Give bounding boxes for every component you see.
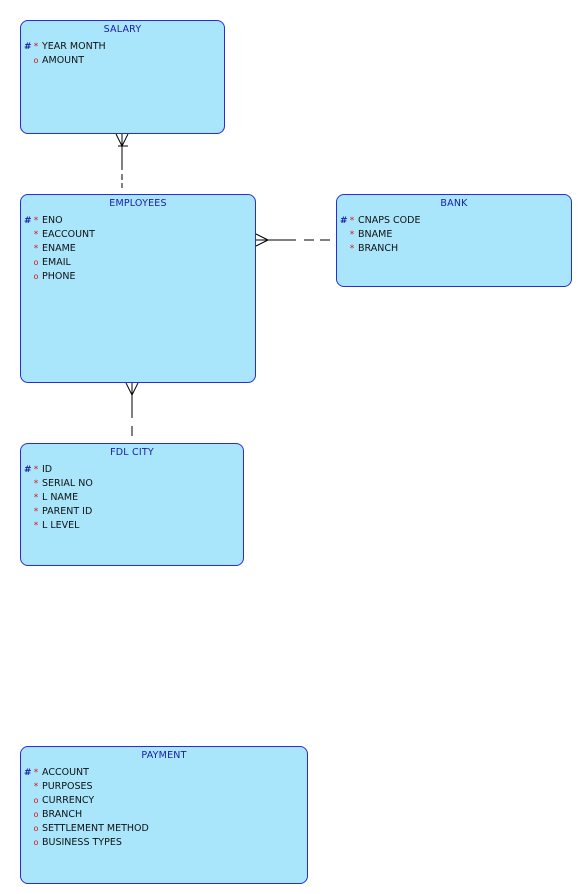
attribute-row[interactable]: *L NAME <box>21 491 243 505</box>
mandatory-marker: * <box>33 465 39 475</box>
mandatory-marker: * <box>33 493 39 503</box>
mandatory-marker: * <box>349 230 355 240</box>
attribute-name: SERIAL NO <box>42 478 93 489</box>
attribute-row[interactable]: *PURPOSES <box>21 780 307 794</box>
attribute-row[interactable]: *ENAME <box>21 242 255 256</box>
relationship-salary-employees[interactable] <box>115 133 129 188</box>
attribute-name: ID <box>42 464 53 475</box>
mandatory-marker: * <box>33 230 39 240</box>
primary-key-marker: # <box>24 216 32 226</box>
attribute-row[interactable]: #*ID <box>21 463 243 477</box>
entity-title: FDL CITY <box>110 447 154 458</box>
mandatory-marker: * <box>33 768 39 778</box>
attribute-name: EMAIL <box>42 257 71 268</box>
mandatory-marker: * <box>349 216 355 226</box>
entity-title: SALARY <box>103 24 142 35</box>
optional-marker: o <box>33 56 39 65</box>
attribute-row[interactable]: *EACCOUNT <box>21 228 255 242</box>
attribute-name: YEAR MONTH <box>42 41 106 52</box>
optional-marker: o <box>33 258 39 267</box>
attribute-name: ACCOUNT <box>42 767 89 778</box>
attribute-name: L NAME <box>42 492 79 503</box>
optional-marker: o <box>33 272 39 281</box>
mandatory-marker: * <box>33 244 39 254</box>
attribute-name: CURRENCY <box>42 795 95 806</box>
attribute-list: #*CNAPS CODE *BNAME *BRANCH <box>337 214 571 256</box>
relationship-employees-fdl-city[interactable] <box>125 382 139 436</box>
optional-marker: o <box>33 810 39 819</box>
attribute-name: AMOUNT <box>42 55 85 66</box>
attribute-name: L LEVEL <box>42 520 80 531</box>
entity-title: PAYMENT <box>141 750 187 761</box>
primary-key-marker: # <box>24 465 32 475</box>
attribute-name: BRANCH <box>358 243 399 254</box>
entity-bank[interactable]: BANK #*CNAPS CODE *BNAME *BRANCH <box>336 194 572 287</box>
mandatory-marker: * <box>33 42 39 52</box>
attribute-row[interactable]: #*ACCOUNT <box>21 766 307 780</box>
attribute-name: PURPOSES <box>42 781 93 792</box>
mandatory-marker: * <box>33 216 39 226</box>
mandatory-marker: * <box>33 507 39 517</box>
primary-key-marker: # <box>340 216 348 226</box>
attribute-row[interactable]: #*YEAR MONTH <box>21 40 224 54</box>
relationship-employees-bank[interactable] <box>255 233 330 247</box>
attribute-name: BRANCH <box>42 809 83 820</box>
primary-key-marker: # <box>24 768 32 778</box>
attribute-row[interactable]: *BRANCH <box>337 242 571 256</box>
attribute-row[interactable]: #*CNAPS CODE <box>337 214 571 228</box>
attribute-name: ENO <box>42 215 63 226</box>
entity-fdl-city[interactable]: FDL CITY #*ID *SERIAL NO *L NAME *PARENT… <box>20 443 244 566</box>
attribute-row[interactable]: *SERIAL NO <box>21 477 243 491</box>
mandatory-marker: * <box>349 244 355 254</box>
attribute-name: BNAME <box>358 229 393 240</box>
attribute-list: #*ID *SERIAL NO *L NAME *PARENT ID *L LE… <box>21 463 243 533</box>
attribute-row[interactable]: *BNAME <box>337 228 571 242</box>
attribute-row[interactable]: #*ENO <box>21 214 255 228</box>
entity-title: EMPLOYEES <box>109 198 167 209</box>
mandatory-marker: * <box>33 521 39 531</box>
optional-marker: o <box>33 838 39 847</box>
optional-marker: o <box>33 824 39 833</box>
attribute-name: CNAPS CODE <box>358 215 421 226</box>
attribute-name: PARENT ID <box>42 506 93 517</box>
attribute-name: ENAME <box>42 243 76 254</box>
mandatory-marker: * <box>33 782 39 792</box>
attribute-name: PHONE <box>42 271 76 282</box>
attribute-name: EACCOUNT <box>42 229 95 240</box>
optional-marker: o <box>33 796 39 805</box>
attribute-name: SETTLEMENT METHOD <box>42 823 149 834</box>
mandatory-marker: * <box>33 479 39 489</box>
attribute-row[interactable]: *PARENT ID <box>21 505 243 519</box>
primary-key-marker: # <box>24 42 32 52</box>
entity-title: BANK <box>440 198 468 209</box>
attribute-name: BUSINESS TYPES <box>42 837 122 848</box>
attribute-row[interactable]: *L LEVEL <box>21 519 243 533</box>
